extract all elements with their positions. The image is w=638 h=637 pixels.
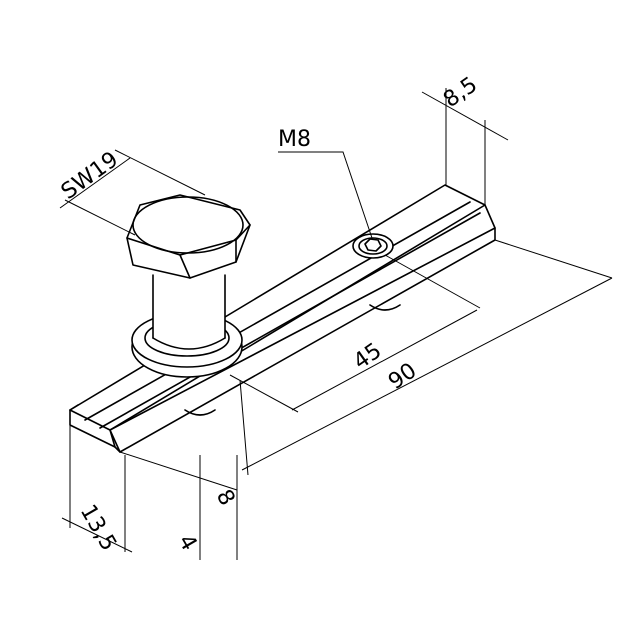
dimension-lines: [59, 88, 613, 560]
lower-nut-left: [184, 409, 216, 416]
label-length: 90: [384, 358, 421, 395]
label-hole-spacing: 45: [349, 338, 386, 375]
hex-bolt: [126, 194, 251, 378]
label-wrench-size: SW19: [57, 147, 123, 205]
lower-nut-right: [369, 304, 401, 311]
socket-screw: [352, 233, 394, 259]
label-offset-large: 8: [211, 486, 240, 511]
label-offset-small: 4: [173, 531, 202, 556]
label-thread: M8: [278, 127, 311, 152]
